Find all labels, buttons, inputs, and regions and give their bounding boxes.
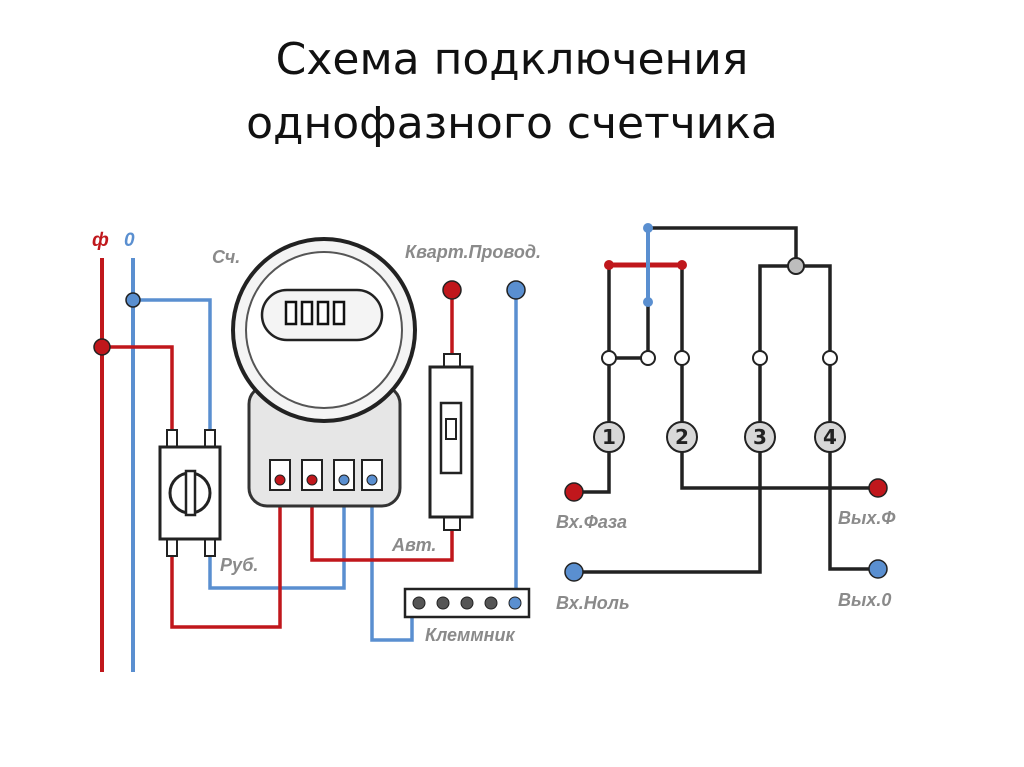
out-neutral-dot: [868, 559, 888, 579]
contact-1: [601, 350, 617, 366]
switch-top-pin-right: [204, 429, 216, 449]
terminal-block-screw-4: [484, 596, 498, 610]
contact-2: [674, 350, 690, 366]
meter-terminal-1-screw: [274, 474, 286, 486]
left-wiring-diagram: ф 0 Сч. Кварт.Провод. Руб. Авт. Клеммник: [92, 230, 541, 672]
meter-digit-4: [332, 300, 346, 326]
electricity-meter: [231, 237, 417, 508]
terminal-block-screw-5: [508, 596, 522, 610]
neutral-bus-wire: [758, 264, 832, 358]
phase-to-switch-wire: [102, 345, 174, 432]
in-neutral-label: Вх.Ноль: [556, 593, 630, 613]
in-phase-dot: [564, 482, 584, 502]
terminal-block-screw-3: [460, 596, 474, 610]
switch-to-meter-neutral-wire: [208, 480, 346, 590]
phase-junction-dot: [93, 338, 111, 356]
out-phase-dot: [868, 478, 888, 498]
circuit-breaker: [428, 353, 474, 531]
contact-1b: [640, 350, 656, 366]
breaker-toggle: [445, 418, 457, 440]
breaker-label: Авт.: [391, 535, 436, 555]
terminal-1-circle: [593, 421, 625, 453]
contact-4: [822, 350, 838, 366]
in-phase-label: Вх.Фаза: [556, 512, 627, 532]
apartment-neutral-dot: [506, 280, 526, 300]
meter-label: Сч.: [212, 247, 240, 267]
meter-digit-1: [284, 300, 298, 326]
apartment-wiring-label: Кварт.Провод.: [405, 242, 541, 262]
apartment-phase-dot: [442, 280, 462, 300]
terminal-block-label: Клеммник: [425, 625, 516, 645]
switch-top-pin-left: [166, 429, 178, 449]
terminal-3-circle: [744, 421, 776, 453]
out-neutral-label: Вых.0: [838, 590, 891, 610]
phase-label: ф: [92, 230, 109, 251]
title-line-1: Схема подключения: [275, 34, 749, 85]
top-bridge-wire: [648, 226, 798, 265]
meter-terminal-4-screw: [366, 474, 378, 486]
terminal-4-circle: [814, 421, 846, 453]
in-neutral-wire: [574, 437, 762, 574]
meter-digit-3: [316, 300, 330, 326]
out-phase-wire: [680, 437, 878, 490]
switch-bottom-pin-right: [204, 537, 216, 557]
neutral-bus-end-bottom: [643, 297, 653, 307]
terminal-2-circle: [666, 421, 698, 453]
meter-terminal-2-screw: [306, 474, 318, 486]
meter-terminal-3-screw: [338, 474, 350, 486]
terminal-4-number: 4: [823, 425, 837, 449]
neutral-bus-junction: [787, 257, 805, 275]
terminal-block-screw-1: [412, 596, 426, 610]
meter-digit-2: [300, 300, 314, 326]
contact-3: [752, 350, 768, 366]
title-line-2: однофазного счетчика: [246, 98, 778, 149]
switch-knob-handle: [184, 469, 197, 517]
neutral-bus-end-top: [643, 223, 653, 233]
neutral-junction-dot: [125, 292, 141, 308]
terminal-1-to-2-link: [609, 302, 650, 360]
phase-bus-end-left: [604, 260, 614, 270]
neutral-label: 0: [124, 230, 135, 251]
in-neutral-dot: [564, 562, 584, 582]
phase-bus-end-right: [677, 260, 687, 270]
meter-to-breaker-phase-wire: [310, 480, 454, 562]
terminal-block-screw-2: [436, 596, 450, 610]
switch-to-meter-phase-wire: [170, 480, 282, 629]
switch-bottom-pin-left: [166, 537, 178, 557]
switch-label: Руб.: [220, 555, 258, 575]
neutral-to-switch-wire: [133, 298, 212, 432]
terminal-block: [403, 587, 531, 619]
in-phase-wire: [574, 437, 611, 494]
right-terminal-diagram: 1 2 3 4 Вх.Фаза Вых.Ф Вх.Ноль Вых.0: [556, 223, 895, 613]
knife-switch: [158, 429, 222, 557]
terminal-1-number: 1: [602, 425, 616, 449]
out-neutral-wire: [828, 437, 878, 571]
slide-title: Схема подключения однофазного счетчика: [0, 28, 1024, 156]
out-phase-label: Вых.Ф: [838, 508, 895, 528]
terminal-3-number: 3: [753, 425, 767, 449]
terminal-2-number: 2: [675, 425, 689, 449]
